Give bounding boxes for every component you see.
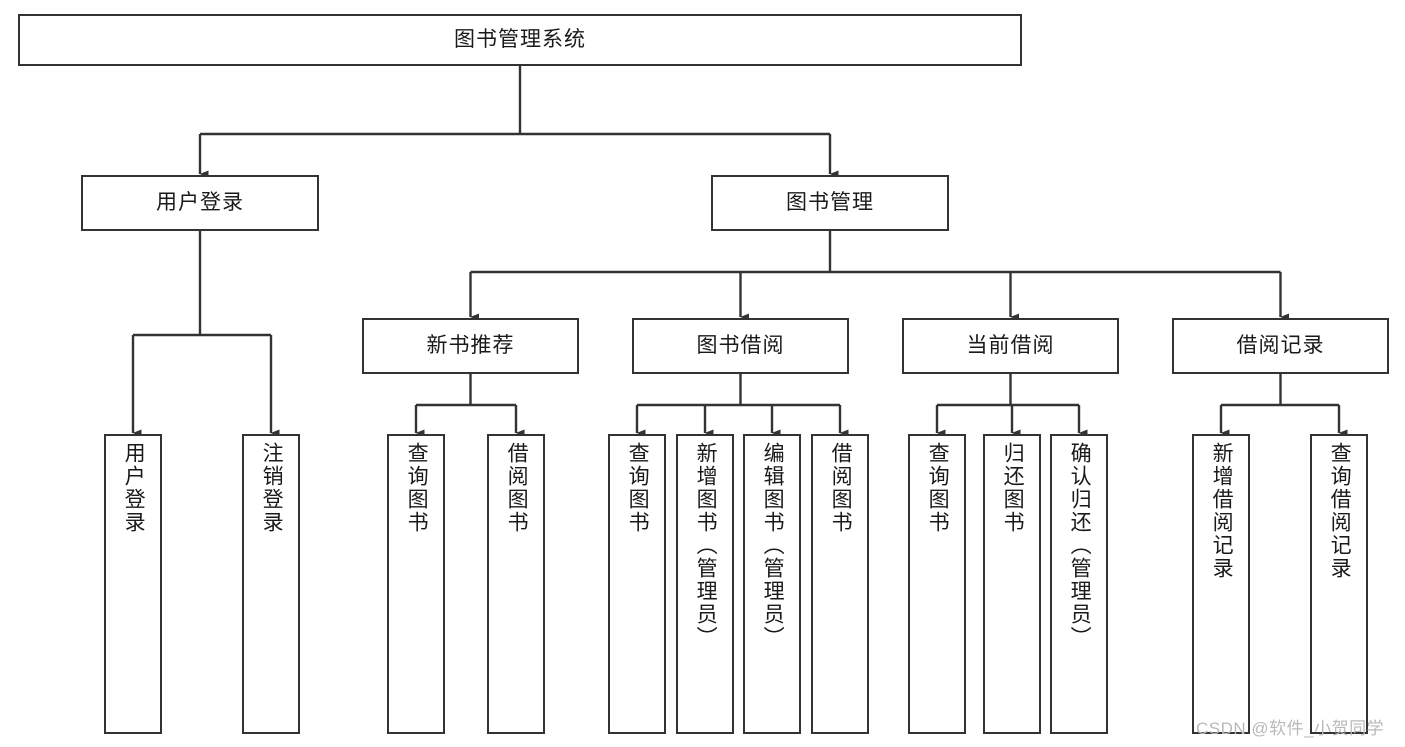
- node-label: 借阅记录: [1236, 334, 1325, 358]
- node-l12[interactable]: 新增借阅记录: [1192, 434, 1250, 734]
- node-l5[interactable]: 查询图书: [608, 434, 666, 734]
- node-label: 当前借阅: [966, 334, 1055, 358]
- node-label: 图书管理: [786, 191, 874, 215]
- node-label: 确认归还（管理员）: [1068, 442, 1092, 649]
- node-l11[interactable]: 确认归还（管理员）: [1050, 434, 1108, 734]
- node-l7[interactable]: 编辑图书（管理员）: [743, 434, 801, 734]
- node-records[interactable]: 借阅记录: [1172, 318, 1389, 374]
- node-label: 图书借阅: [696, 334, 785, 358]
- node-label: 编辑图书（管理员）: [761, 442, 785, 649]
- node-label: 注销登录: [260, 442, 284, 534]
- node-current[interactable]: 当前借阅: [902, 318, 1119, 374]
- node-l6[interactable]: 新增图书（管理员）: [676, 434, 734, 734]
- node-label: 借阅图书: [829, 442, 853, 534]
- node-label: 查询图书: [626, 442, 650, 534]
- node-l3[interactable]: 查询图书: [387, 434, 445, 734]
- node-login[interactable]: 用户登录: [81, 175, 319, 231]
- node-label: 借阅图书: [505, 442, 529, 534]
- node-label: 用户登录: [156, 191, 244, 215]
- node-l1[interactable]: 用户登录: [104, 434, 162, 734]
- node-l10[interactable]: 归还图书: [983, 434, 1041, 734]
- node-newbook[interactable]: 新书推荐: [362, 318, 579, 374]
- node-root[interactable]: 图书管理系统: [18, 14, 1022, 66]
- node-l2[interactable]: 注销登录: [242, 434, 300, 734]
- csdn-watermark: CSDN @软件_小贺同学: [1196, 719, 1385, 738]
- node-l8[interactable]: 借阅图书: [811, 434, 869, 734]
- node-bookmgmt[interactable]: 图书管理: [711, 175, 949, 231]
- node-label: 查询借阅记录: [1328, 442, 1352, 580]
- node-label: 新书推荐: [426, 334, 515, 358]
- node-label: 新增借阅记录: [1210, 442, 1234, 580]
- node-label: 用户登录: [122, 442, 146, 534]
- node-label: 查询图书: [405, 442, 429, 534]
- node-label: 查询图书: [926, 442, 950, 534]
- node-label: 图书管理系统: [454, 28, 586, 52]
- node-label: 归还图书: [1001, 442, 1025, 534]
- node-l9[interactable]: 查询图书: [908, 434, 966, 734]
- node-l4[interactable]: 借阅图书: [487, 434, 545, 734]
- node-label: 新增图书（管理员）: [694, 442, 718, 649]
- node-l13[interactable]: 查询借阅记录: [1310, 434, 1368, 734]
- node-borrow[interactable]: 图书借阅: [632, 318, 849, 374]
